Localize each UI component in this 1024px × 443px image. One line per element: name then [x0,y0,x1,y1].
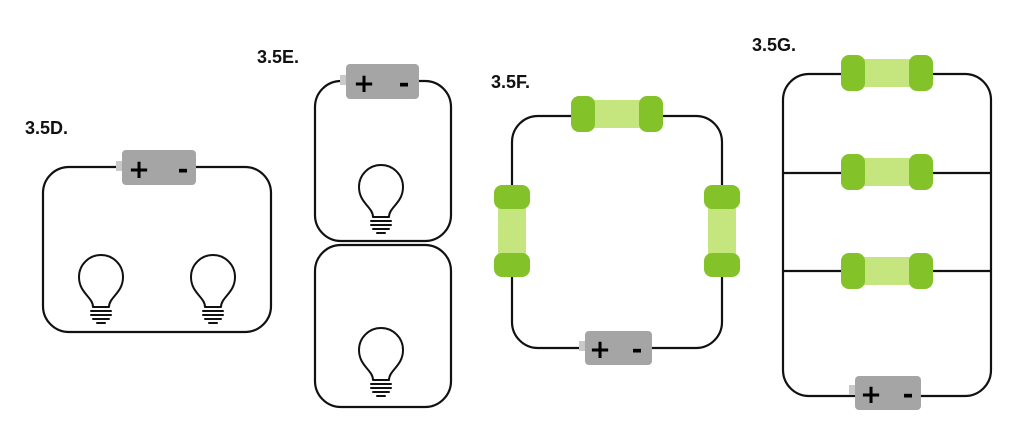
light-bulb-icon [190,254,236,324]
circuit-wire [510,114,724,350]
light-bulb-icon [358,327,404,397]
battery-plus: + [128,155,150,185]
light-bulb-icon [358,164,404,234]
circuit-3-5f: 3.5F. + - [491,72,740,365]
battery-icon: + - [849,376,921,410]
battery-icon: + - [579,331,652,365]
circuit-wire [781,72,993,398]
label-3-5e: 3.5E. [257,47,299,67]
battery-plus: + [860,380,882,410]
battery-plus: + [353,69,375,99]
battery-minus: - [632,335,643,365]
circuit-3-5d: 3.5D. + - [25,118,273,334]
resistor-icon [841,253,933,289]
battery-minus: - [399,69,410,99]
label-3-5d: 3.5D. [25,118,68,138]
circuit-wire [41,165,273,334]
battery-icon: + - [116,150,196,185]
label-3-5f: 3.5F. [491,72,530,92]
battery-icon: + - [340,64,419,99]
label-3-5g: 3.5G. [752,35,796,55]
resistor-icon [704,185,740,277]
battery-minus: - [178,155,189,185]
battery-minus: - [903,380,914,410]
resistor-icon [494,185,530,277]
light-bulb-icon [78,254,124,324]
resistor-icon [841,154,933,190]
battery-plus: + [589,335,611,365]
circuit-wire-bottom [313,243,453,409]
circuit-3-5e: 3.5E. + - [257,47,453,409]
resistor-icon [841,55,933,91]
resistor-icon [571,96,663,132]
circuit-3-5g: 3.5G. + - [752,35,993,410]
